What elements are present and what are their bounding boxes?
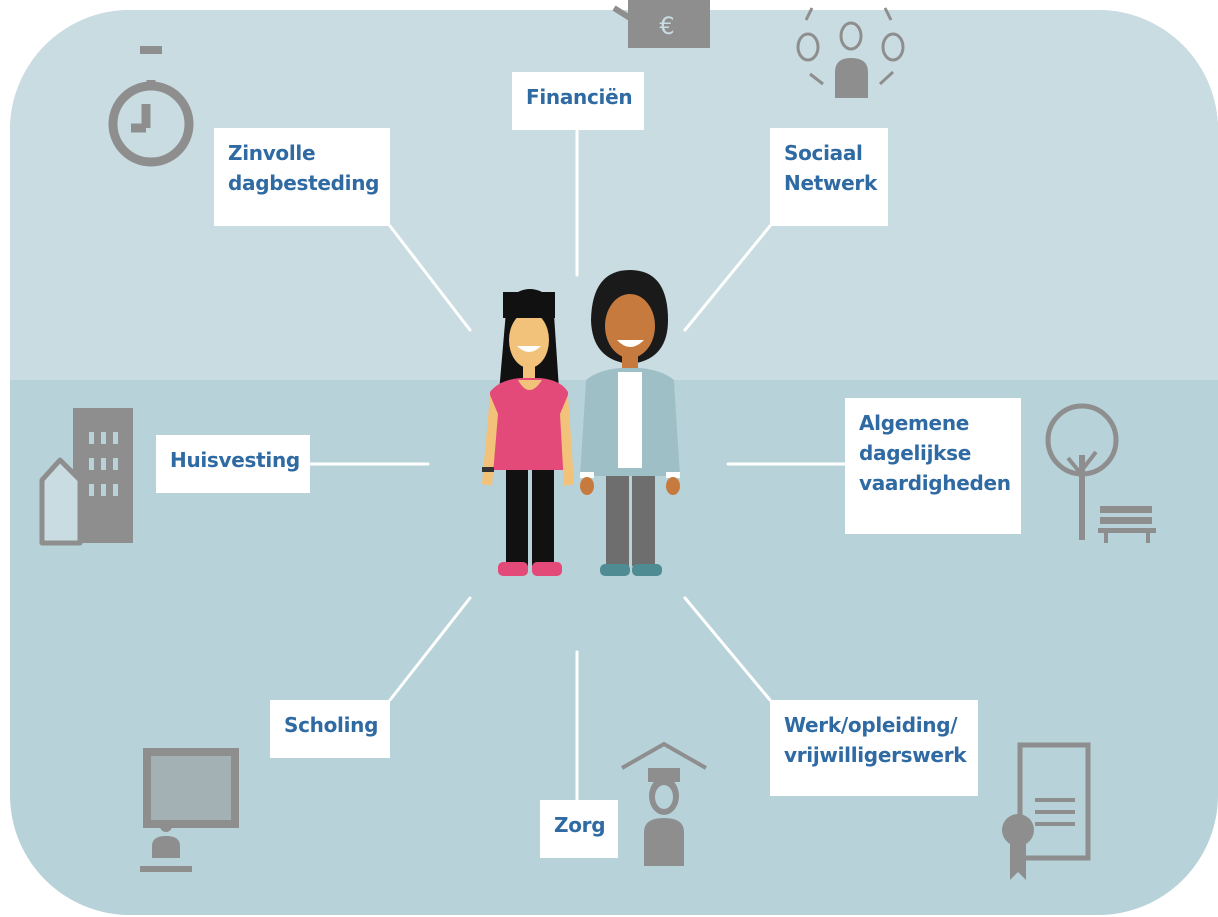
- label-financien: Financiën: [512, 72, 644, 130]
- stopwatch-button: [140, 46, 162, 54]
- label-sociaal-netwerk: Sociaal Netwerk: [770, 128, 888, 226]
- connector-werk: [683, 596, 772, 702]
- connector-scholing: [388, 596, 472, 702]
- stopwatch-icon: [108, 80, 194, 167]
- label-werk-opleiding-vrijwilligerswerk: Werk/opleiding/ vrijwilligerswerk: [770, 700, 978, 796]
- connector-zinvolle: [388, 224, 472, 332]
- nurse-icon: [621, 741, 707, 866]
- label-zorg: Zorg: [540, 800, 618, 858]
- tree-bench-icon: [1045, 403, 1156, 543]
- connector-sociaal: [683, 224, 772, 332]
- label-scholing: Scholing: [270, 700, 390, 758]
- connector-lines: [308, 128, 847, 802]
- social-network-icon: [796, 7, 905, 98]
- euro-symbol: €: [659, 12, 674, 40]
- label-algemene-dagelijkse-vaardigheden: Algemene dagelijkse vaardigheden: [845, 398, 1021, 534]
- label-huisvesting: Huisvesting: [156, 435, 310, 493]
- school-board-icon: [140, 748, 239, 872]
- certificate-icon: [1002, 742, 1091, 880]
- label-zinvolle-dagbesteding: Zinvolle dagbesteding: [214, 128, 390, 226]
- person-left-illustration: [482, 289, 574, 576]
- buildings-icon: [39, 408, 133, 546]
- euro-icon: €: [612, 0, 710, 48]
- person-right-illustration: [580, 270, 680, 576]
